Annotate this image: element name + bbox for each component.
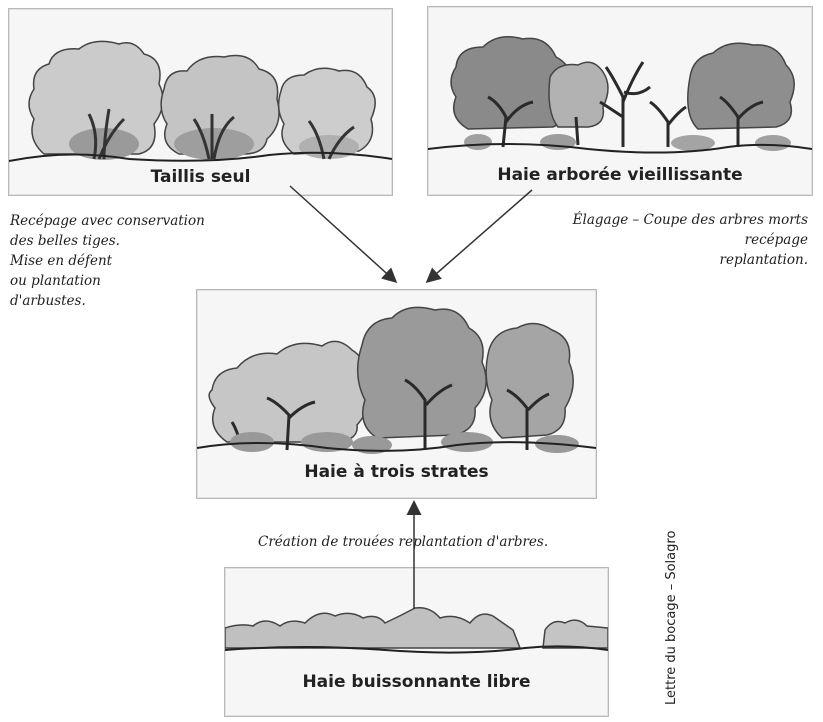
panel-label-haie-arboree-vieillissante: Haie arborée vieillissante xyxy=(428,165,812,185)
panel-label-haie-buissonnante-libre: Haie buissonnante libre xyxy=(225,672,608,692)
arrow-taillis-to-trois-strates xyxy=(290,186,395,281)
credit-text: Lettre du bocage – Solagro xyxy=(664,531,679,705)
panel-taillis-seul: Taillis seul xyxy=(8,8,393,196)
panel-label-taillis-seul: Taillis seul xyxy=(9,167,392,187)
note-recepage: Recépage avec conservation des belles ti… xyxy=(10,211,205,311)
note-creation: Création de trouées replantation d'arbre… xyxy=(258,532,548,552)
panel-label-haie-trois-strates: Haie à trois strates xyxy=(197,462,596,482)
note-elagage: Élagage – Coupe des arbres morts recépag… xyxy=(550,210,808,270)
arrow-vieillissante-to-trois-strates xyxy=(428,190,532,281)
panel-haie-buissonnante-libre: Haie buissonnante libre xyxy=(224,567,609,717)
panel-haie-arboree-vieillissante: Haie arborée vieillissante xyxy=(427,6,813,196)
buissonnante-illustration xyxy=(225,568,608,716)
panel-haie-trois-strates: Haie à trois strates xyxy=(196,289,597,499)
